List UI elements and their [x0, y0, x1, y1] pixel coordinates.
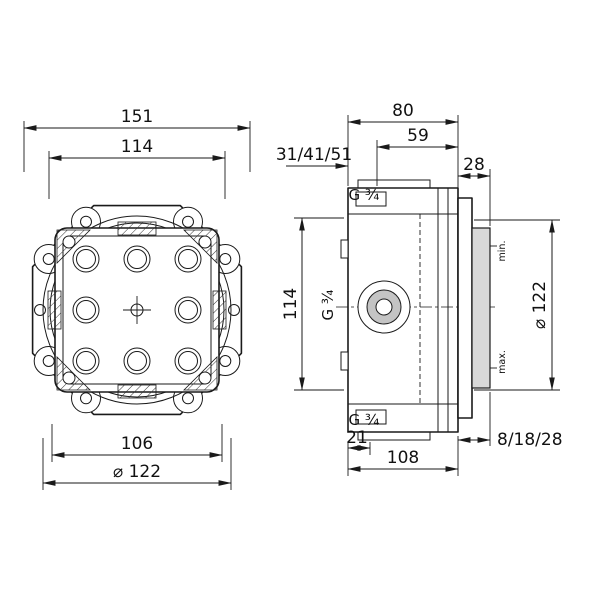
side-body	[336, 179, 496, 441]
dim-install-depth-range: 31/41/51	[276, 145, 352, 165]
dim-flange-to-cover: 28	[463, 155, 485, 175]
side-port	[357, 280, 411, 334]
bottom-boss	[357, 431, 431, 441]
side-hole	[228, 304, 240, 316]
dim-body-depth: 59	[407, 126, 429, 146]
side-hole	[34, 304, 46, 316]
mounting-hole	[219, 355, 232, 367]
corner-screw	[62, 371, 76, 385]
clamp-tab	[117, 221, 157, 236]
dim-body-height: 114	[281, 288, 301, 320]
side-dimensions: 80 59 31/41/51 28 114 ⌀ 122	[276, 101, 563, 476]
dim-side-flange-diameter: ⌀ 122	[530, 281, 550, 329]
dim-hole-spacing-bottom: 106	[121, 434, 153, 454]
front-dimensions: 151 114 106 ⌀ 122	[23, 107, 251, 490]
thread-label-bottom: G ¾	[349, 411, 380, 429]
dim-overall-width: 151	[121, 107, 153, 127]
mounting-hole	[182, 215, 194, 228]
thread-label-left: G ¾	[319, 289, 337, 320]
corner-screw	[62, 235, 76, 249]
dim-overall-depth: 80	[392, 101, 414, 121]
dim-cover-adjust-range: 8/18/28	[497, 430, 563, 450]
max-label: max.	[497, 350, 508, 374]
clamp-tab	[117, 384, 157, 399]
corner-screw	[198, 235, 212, 249]
dim-bottom-offset: 21	[346, 428, 368, 448]
clamp-tab	[212, 290, 227, 330]
dim-front-flange-diameter: ⌀ 122	[113, 462, 161, 482]
mounting-hole	[80, 215, 92, 228]
mounting-hole	[182, 392, 194, 405]
side-protection-cover	[471, 227, 497, 389]
side-view: G ¾ G ¾ G ¾ min. max. 80 59 31/41/51 28	[276, 101, 563, 476]
min-label: min.	[497, 241, 508, 262]
front-ports-grid	[72, 245, 202, 375]
dim-hole-spacing-top: 114	[121, 137, 153, 157]
dim-back-depth: 108	[387, 448, 419, 468]
front-view: 151 114 106 ⌀ 122	[23, 107, 251, 490]
corner-screw	[198, 371, 212, 385]
mounting-hole	[80, 392, 92, 405]
side-flange-plate	[457, 197, 473, 419]
thread-label-top: G ¾	[349, 186, 380, 204]
mounting-hole	[42, 355, 55, 367]
mounting-hole	[219, 253, 232, 265]
mounting-hole	[42, 253, 55, 265]
clamp-tab	[47, 290, 62, 330]
